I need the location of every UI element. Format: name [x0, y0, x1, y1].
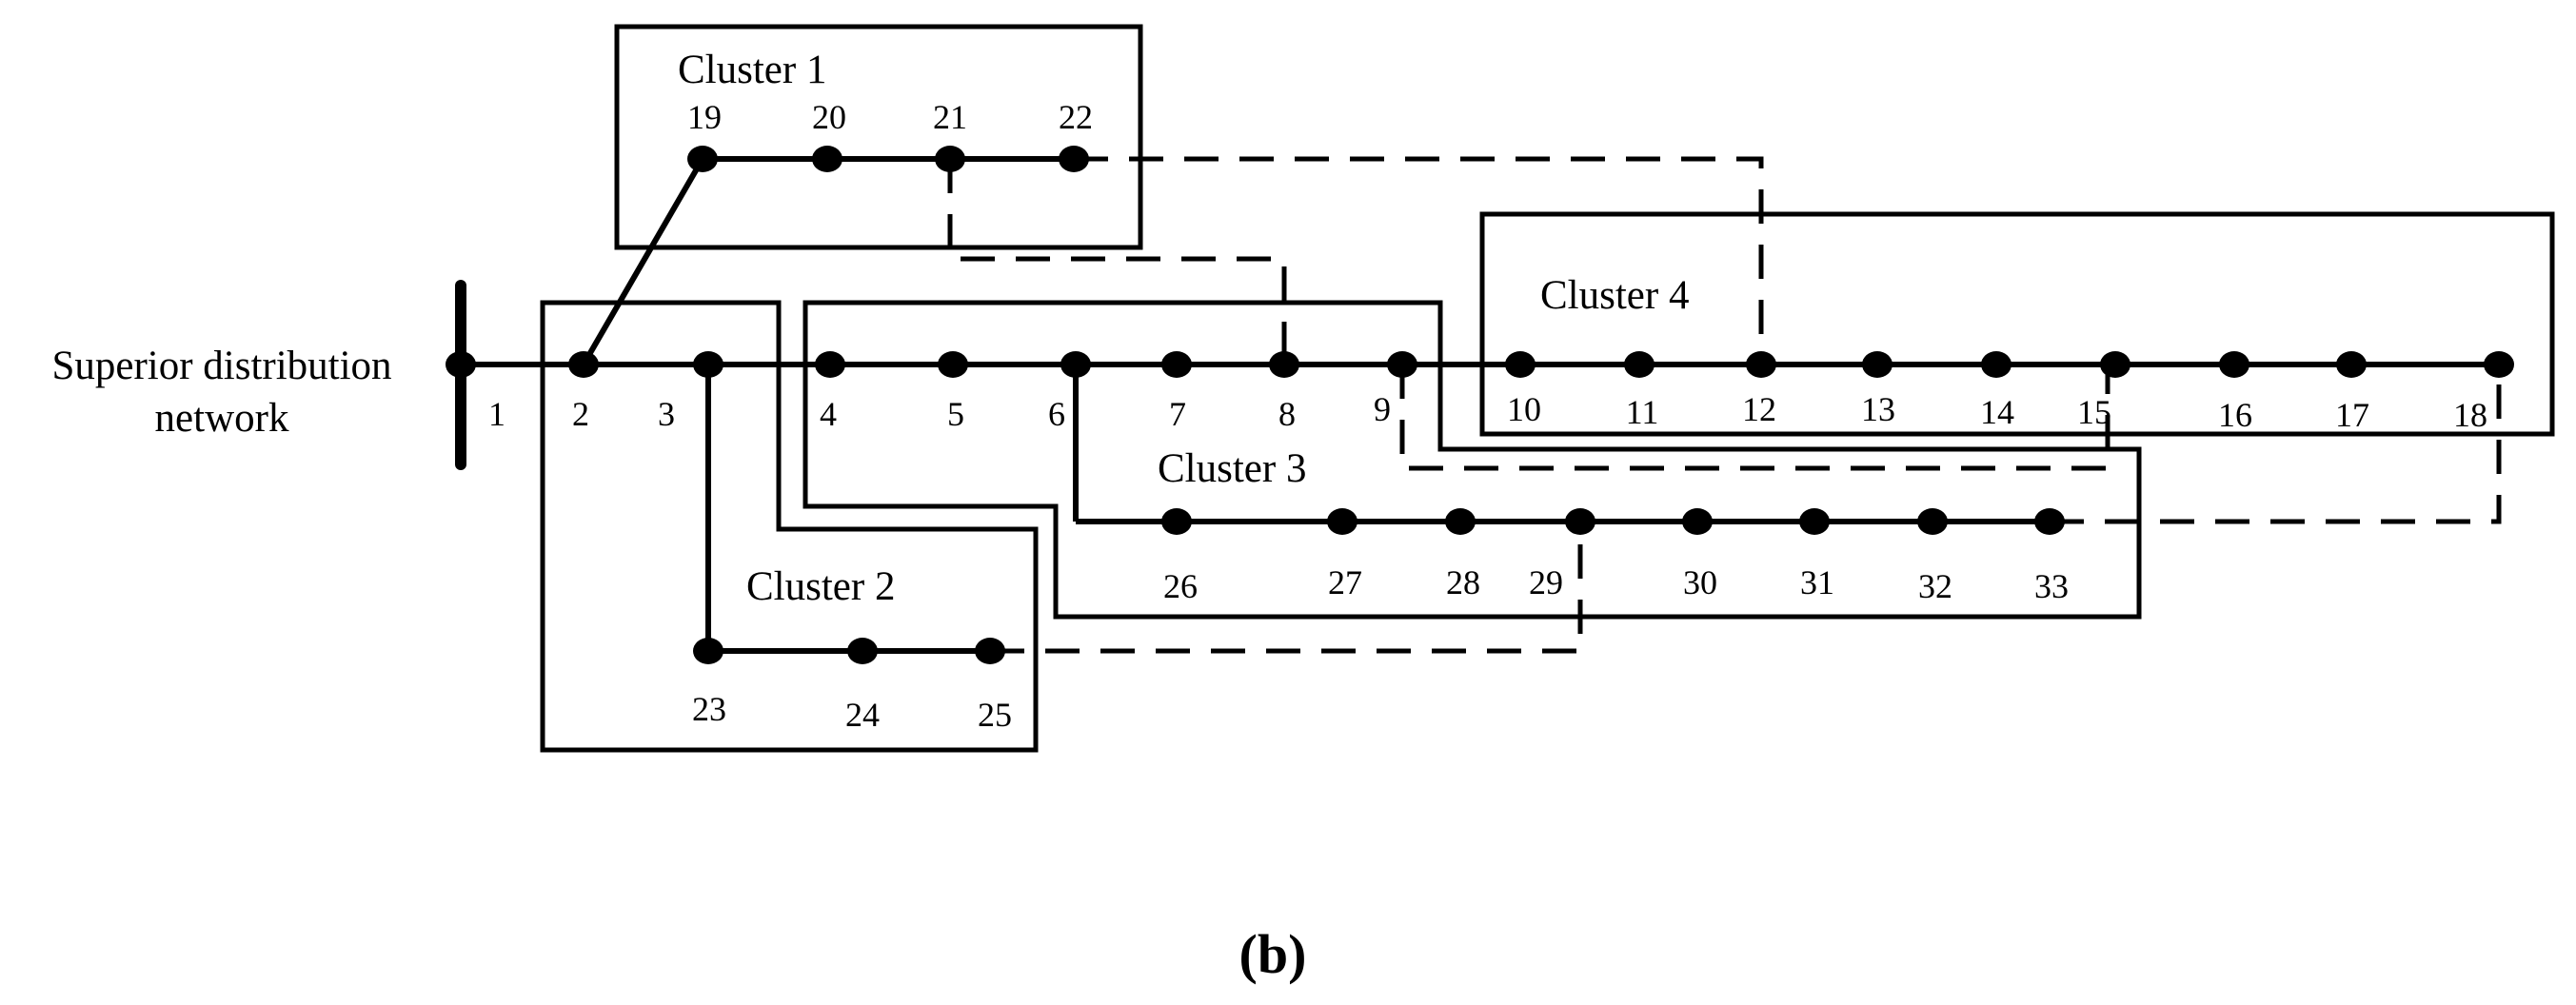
cluster-2-box — [540, 300, 1039, 753]
cluster-1-box — [614, 24, 1143, 250]
cluster-3-box — [803, 300, 2142, 620]
bus-label-7: 7 — [1169, 395, 1186, 433]
bus-label-31: 31 — [1800, 563, 1834, 601]
bus-label-21: 21 — [933, 98, 967, 136]
bus-label-27: 27 — [1328, 563, 1362, 601]
cluster-3-label: Cluster 3 — [1158, 446, 1306, 491]
bus-node-13 — [1862, 351, 1892, 378]
bus-node-24 — [847, 638, 878, 664]
bus-node-19 — [687, 146, 718, 172]
bus-label-16: 16 — [2218, 396, 2252, 434]
cluster-2-label: Cluster 2 — [746, 564, 895, 609]
bus-node-12 — [1746, 351, 1776, 378]
bus-node-28 — [1445, 508, 1476, 535]
cluster-1-label: Cluster 1 — [678, 48, 826, 92]
bus-label-11: 11 — [1626, 393, 1659, 431]
bus-node-10 — [1505, 351, 1536, 378]
bus-node-21 — [935, 146, 965, 172]
bus-label-4: 4 — [820, 395, 837, 433]
bus-node-26 — [1161, 508, 1192, 535]
source-label-line2: network — [155, 396, 289, 441]
bus-label-33: 33 — [2034, 567, 2069, 605]
bus-label-22: 22 — [1059, 98, 1093, 136]
tie-lines — [947, 156, 2502, 654]
bus-node-1 — [446, 351, 476, 378]
bus-label-9: 9 — [1374, 390, 1391, 428]
bus-label-1: 1 — [488, 395, 505, 433]
bus-node-3 — [693, 351, 723, 378]
bus-label-17: 17 — [2335, 396, 2369, 434]
bus-label-28: 28 — [1446, 563, 1480, 601]
bus-node-11 — [1624, 351, 1655, 378]
bus-label-6: 6 — [1048, 395, 1065, 433]
bus-label-2: 2 — [572, 395, 589, 433]
bus-label-14: 14 — [1980, 393, 2014, 431]
bus-node-17 — [2336, 351, 2367, 378]
cluster-4-box — [1479, 211, 2555, 437]
bus-node-20 — [812, 146, 842, 172]
figure-caption: (b) — [1239, 923, 1307, 985]
bus-node-32 — [1917, 508, 1948, 535]
bus-node-18 — [2484, 351, 2514, 378]
bus-label-26: 26 — [1163, 567, 1198, 605]
bus-node-14 — [1981, 351, 2011, 378]
bus-node-4 — [815, 351, 845, 378]
bus-node-15 — [2100, 351, 2130, 378]
bus-node-29 — [1565, 508, 1595, 535]
bus-label-23: 23 — [692, 690, 726, 728]
bus-label-25: 25 — [978, 696, 1012, 734]
bus-node-5 — [938, 351, 968, 378]
bus-node-6 — [1060, 351, 1091, 378]
bus-nodes — [446, 146, 2514, 664]
source-label-line1: Superior distribution — [51, 344, 391, 388]
bus-node-7 — [1161, 351, 1192, 378]
bus-label-20: 20 — [812, 98, 846, 136]
bus-node-27 — [1327, 508, 1357, 535]
bus-label-19: 19 — [687, 98, 722, 136]
bus-node-8 — [1269, 351, 1299, 378]
bus-label-15: 15 — [2077, 393, 2111, 431]
bus-label-24: 24 — [845, 696, 880, 734]
bus-node-22 — [1059, 146, 1089, 172]
bus-node-25 — [975, 638, 1005, 664]
bus-node-16 — [2219, 351, 2249, 378]
bus-label-32: 32 — [1918, 567, 1952, 605]
bus-node-33 — [2034, 508, 2065, 535]
bus-label-18: 18 — [2453, 396, 2487, 434]
bus-node-30 — [1682, 508, 1713, 535]
bus-label-10: 10 — [1507, 390, 1541, 428]
bus-node-9 — [1387, 351, 1417, 378]
bus-node-2 — [568, 351, 599, 378]
bus-node-31 — [1799, 508, 1830, 535]
bus-label-5: 5 — [947, 395, 964, 433]
bus-label-29: 29 — [1529, 563, 1563, 601]
bus-label-8: 8 — [1278, 395, 1296, 433]
bus-node-23 — [693, 638, 723, 664]
bus-label-3: 3 — [658, 395, 675, 433]
bus-label-13: 13 — [1861, 390, 1895, 428]
cluster-4-label: Cluster 4 — [1540, 273, 1689, 318]
bus-label-30: 30 — [1683, 563, 1717, 601]
bus-label-12: 12 — [1742, 390, 1776, 428]
